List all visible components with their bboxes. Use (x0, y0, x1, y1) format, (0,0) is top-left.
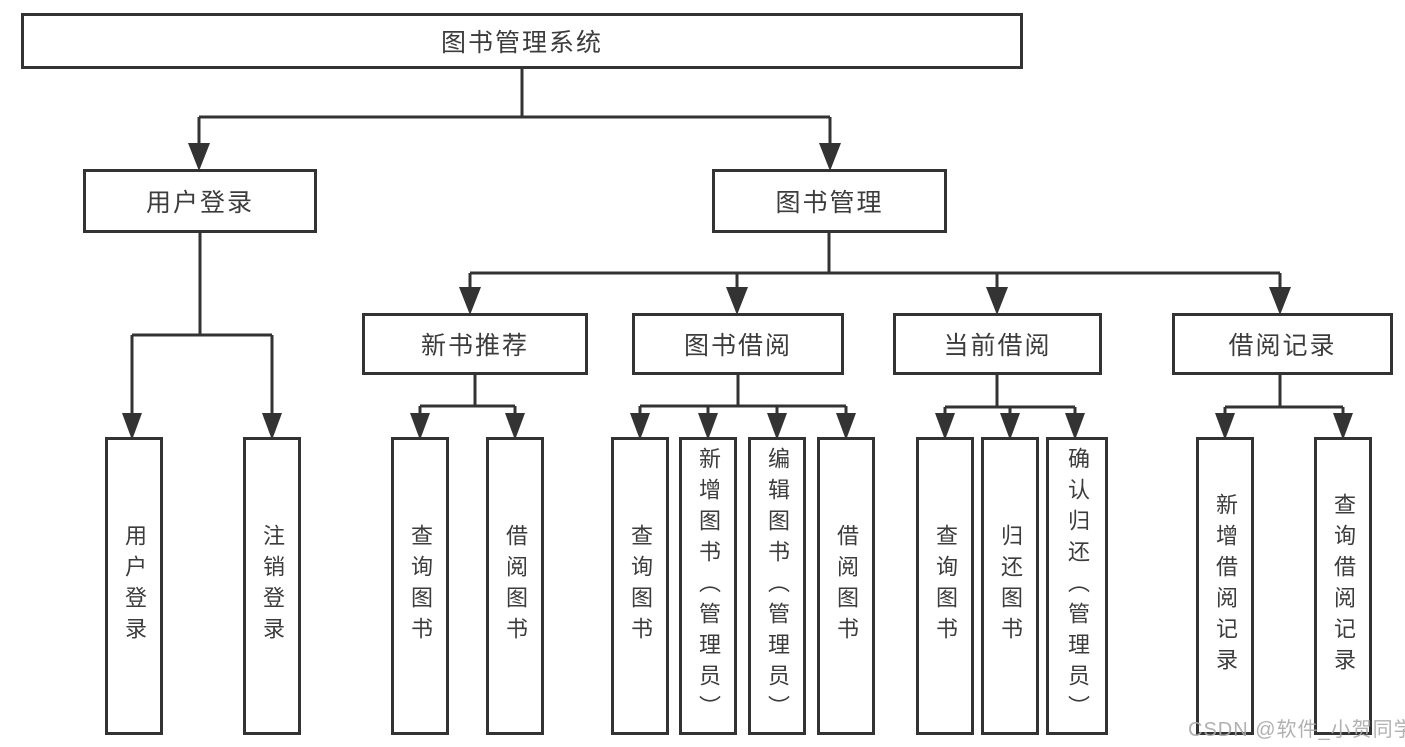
watermark: CSDN @软件_小贺同学 (1188, 719, 1405, 741)
connector-book-borrow-to-leaves (638, 373, 848, 418)
arrowhead (986, 287, 1008, 315)
arrowhead (836, 413, 856, 440)
arrowhead (1215, 413, 1235, 440)
node-label: 借阅图书 (834, 524, 859, 648)
connector-current-borrow-to-leaves (943, 373, 1077, 418)
arrowhead (726, 287, 748, 315)
arrowhead (188, 143, 210, 171)
node-label: 归还图书 (998, 524, 1023, 648)
arrowhead (262, 413, 282, 440)
connector-book-management-to-level3 (468, 232, 1282, 292)
node-leaf-user-login: 用户登录 (105, 437, 163, 735)
arrowhead (630, 413, 650, 440)
node-borrowing-records: 借阅记录 (1172, 313, 1393, 375)
node-label: 查询图书 (408, 524, 433, 648)
node-label: 图书管理系统 (440, 29, 603, 57)
node-label: 确认归还（管理员） (1065, 446, 1090, 726)
arrowhead (1065, 413, 1085, 440)
node-label: 用户登录 (122, 524, 147, 648)
node-leaf-query-books-current: 查询图书 (916, 437, 974, 735)
node-label: 新增图书（管理员） (696, 446, 721, 726)
connector-user-login-to-leaves (130, 232, 274, 418)
node-leaf-confirm-return-admin: 确认归还（管理员） (1046, 437, 1108, 735)
node-current-borrowing: 当前借阅 (893, 313, 1102, 375)
node-library-management-system: 图书管理系统 (21, 13, 1023, 69)
connector-borrow-records-to-leaves (1223, 373, 1345, 418)
node-label: 当前借阅 (943, 332, 1052, 360)
node-leaf-logout: 注销登录 (243, 437, 301, 735)
node-label: 借阅图书 (503, 524, 528, 648)
node-label: 图书管理 (775, 189, 884, 217)
arrowhead (1269, 287, 1291, 315)
node-leaf-add-books-admin: 新增图书（管理员） (679, 437, 737, 735)
connector-root-to-level2 (197, 68, 832, 148)
arrowhead (410, 413, 430, 440)
arrowhead (935, 413, 955, 440)
node-label: 查询借阅记录 (1331, 493, 1356, 679)
node-book-borrowing: 图书借阅 (632, 313, 844, 375)
node-user-login: 用户登录 (83, 169, 317, 233)
connector-new-book-to-leaves (418, 373, 517, 418)
node-label: 图书借阅 (683, 332, 792, 360)
node-leaf-add-borrow-record: 新增借阅记录 (1196, 437, 1254, 735)
node-leaf-query-books-recommend: 查询图书 (391, 437, 449, 735)
node-label: 查询图书 (933, 524, 958, 648)
node-label: 新增借阅记录 (1213, 493, 1238, 679)
node-leaf-borrow-books: 借阅图书 (817, 437, 875, 735)
node-label: 新书推荐 (420, 332, 529, 360)
node-leaf-return-books: 归还图书 (981, 437, 1039, 735)
node-leaf-edit-books-admin: 编辑图书（管理员） (748, 437, 806, 735)
arrowhead (459, 287, 481, 315)
arrowhead (1000, 413, 1020, 440)
node-new-book-recommendation: 新书推荐 (362, 313, 588, 375)
node-label: 查询图书 (628, 524, 653, 648)
node-label: 借阅记录 (1228, 332, 1337, 360)
arrowhead (767, 413, 787, 440)
node-leaf-borrow-books-recommend: 借阅图书 (486, 437, 544, 735)
arrowhead (698, 413, 718, 440)
arrowhead (122, 413, 142, 440)
node-book-management: 图书管理 (712, 169, 947, 233)
node-leaf-query-books-borrow: 查询图书 (611, 437, 669, 735)
arrowhead (505, 413, 525, 440)
node-leaf-query-borrow-record: 查询借阅记录 (1314, 437, 1372, 735)
node-label: 注销登录 (260, 524, 285, 648)
node-label: 用户登录 (145, 189, 254, 217)
arrowhead (1333, 413, 1353, 440)
arrowhead (819, 143, 841, 171)
node-label: 编辑图书（管理员） (765, 446, 790, 726)
